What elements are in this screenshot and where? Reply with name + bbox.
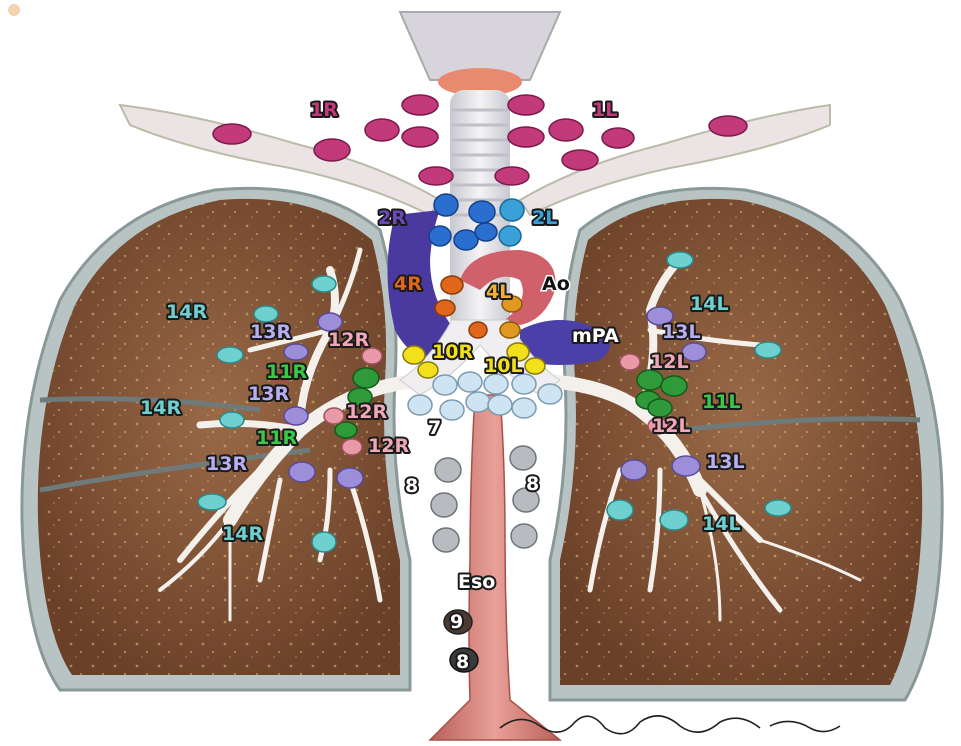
- label-4R: 4R: [394, 273, 422, 295]
- label-4L: 4L: [486, 281, 511, 303]
- label-1R: 1R: [310, 99, 338, 121]
- label-14R-upper: 14R: [166, 301, 207, 323]
- label-13R-lower: 13R: [206, 453, 247, 475]
- label-Ao: Ao: [542, 273, 570, 295]
- label-12L-lower: 12L: [652, 415, 691, 437]
- label-12R-upper: 12R: [328, 329, 369, 351]
- esophagus: [430, 395, 560, 740]
- label-13R-upper: 13R: [250, 321, 291, 343]
- label-2L: 2L: [532, 207, 557, 229]
- label-1L: 1L: [592, 99, 617, 121]
- corner-marker: [8, 4, 20, 16]
- label-14L-lower: 14L: [702, 513, 741, 535]
- label-14R-lower: 14R: [222, 523, 263, 545]
- label-11L: 11L: [702, 391, 741, 413]
- label-10R: 10R: [432, 341, 473, 363]
- label-Eso: Eso: [458, 571, 495, 593]
- artist-signature: [500, 716, 840, 734]
- label-9: 9: [450, 611, 463, 633]
- label-8-left: 8: [405, 475, 418, 497]
- label-7: 7: [428, 417, 441, 439]
- label-11R-lower: 11R: [256, 427, 297, 449]
- label-12R-lower: 12R: [368, 435, 409, 457]
- label-11R-upper: 11R: [266, 361, 307, 383]
- label-8-bottom: 8: [456, 651, 469, 673]
- label-10L: 10L: [484, 355, 523, 377]
- label-14L-upper: 14L: [690, 293, 729, 315]
- label-13L-upper: 13L: [662, 321, 701, 343]
- label-12L-upper: 12L: [650, 351, 689, 373]
- label-14R-mid: 14R: [140, 397, 181, 419]
- label-mPA: mPA: [572, 325, 619, 347]
- label-8-right: 8: [526, 473, 539, 495]
- label-13R-mid: 13R: [248, 383, 289, 405]
- label-12R-mid: 12R: [346, 401, 387, 423]
- label-2R: 2R: [378, 207, 406, 229]
- label-13L-lower: 13L: [706, 451, 745, 473]
